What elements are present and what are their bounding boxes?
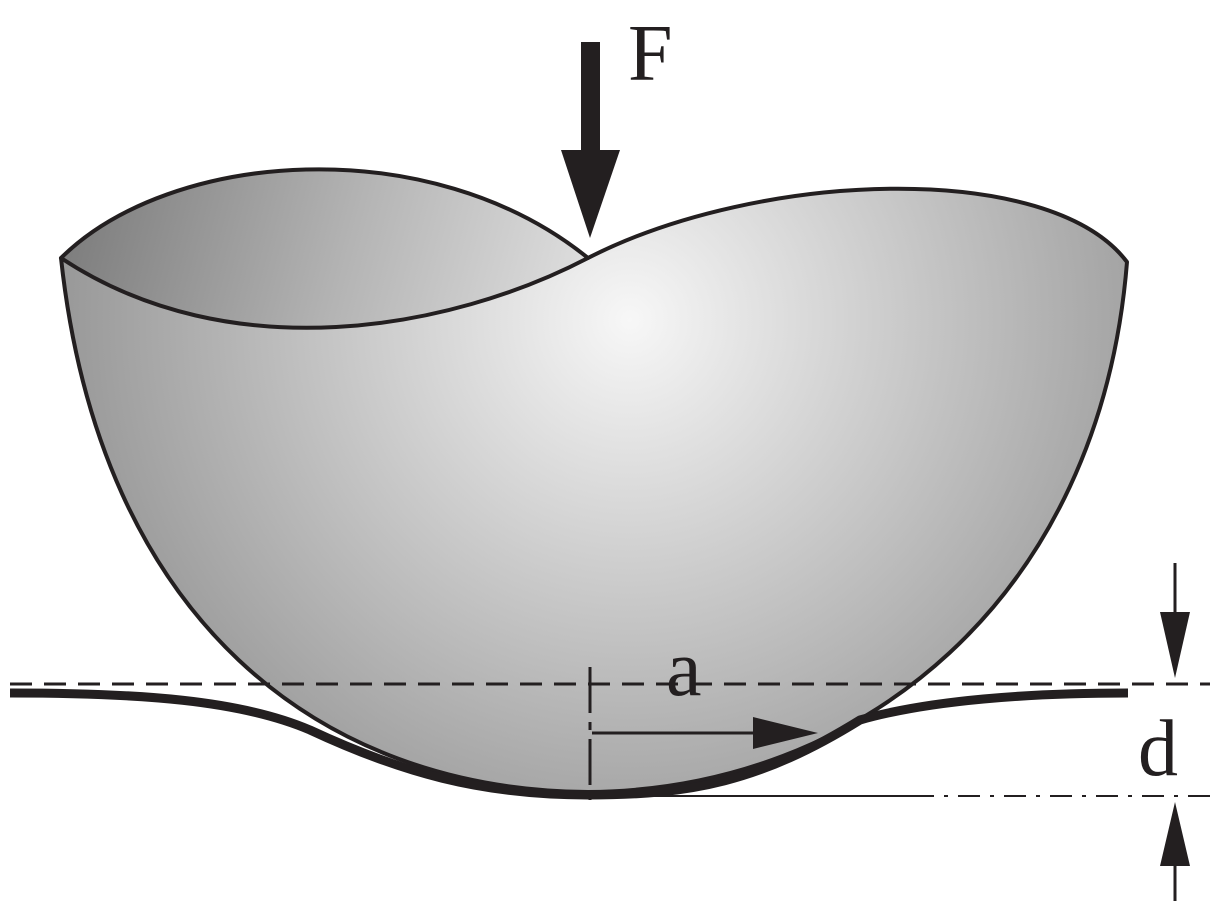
depth-dimension-top-arrow bbox=[1160, 563, 1190, 678]
indentation-depth-label: d bbox=[1138, 705, 1178, 793]
depth-dimension-bottom-arrow bbox=[1160, 802, 1190, 901]
force-label: F bbox=[628, 10, 673, 98]
contact-radius-label: a bbox=[666, 625, 702, 713]
force-arrow bbox=[561, 42, 620, 238]
deformed-surface bbox=[9, 688, 1129, 800]
sphere-inner-face bbox=[59, 167, 590, 330]
contact-radius-arrow bbox=[592, 717, 818, 749]
